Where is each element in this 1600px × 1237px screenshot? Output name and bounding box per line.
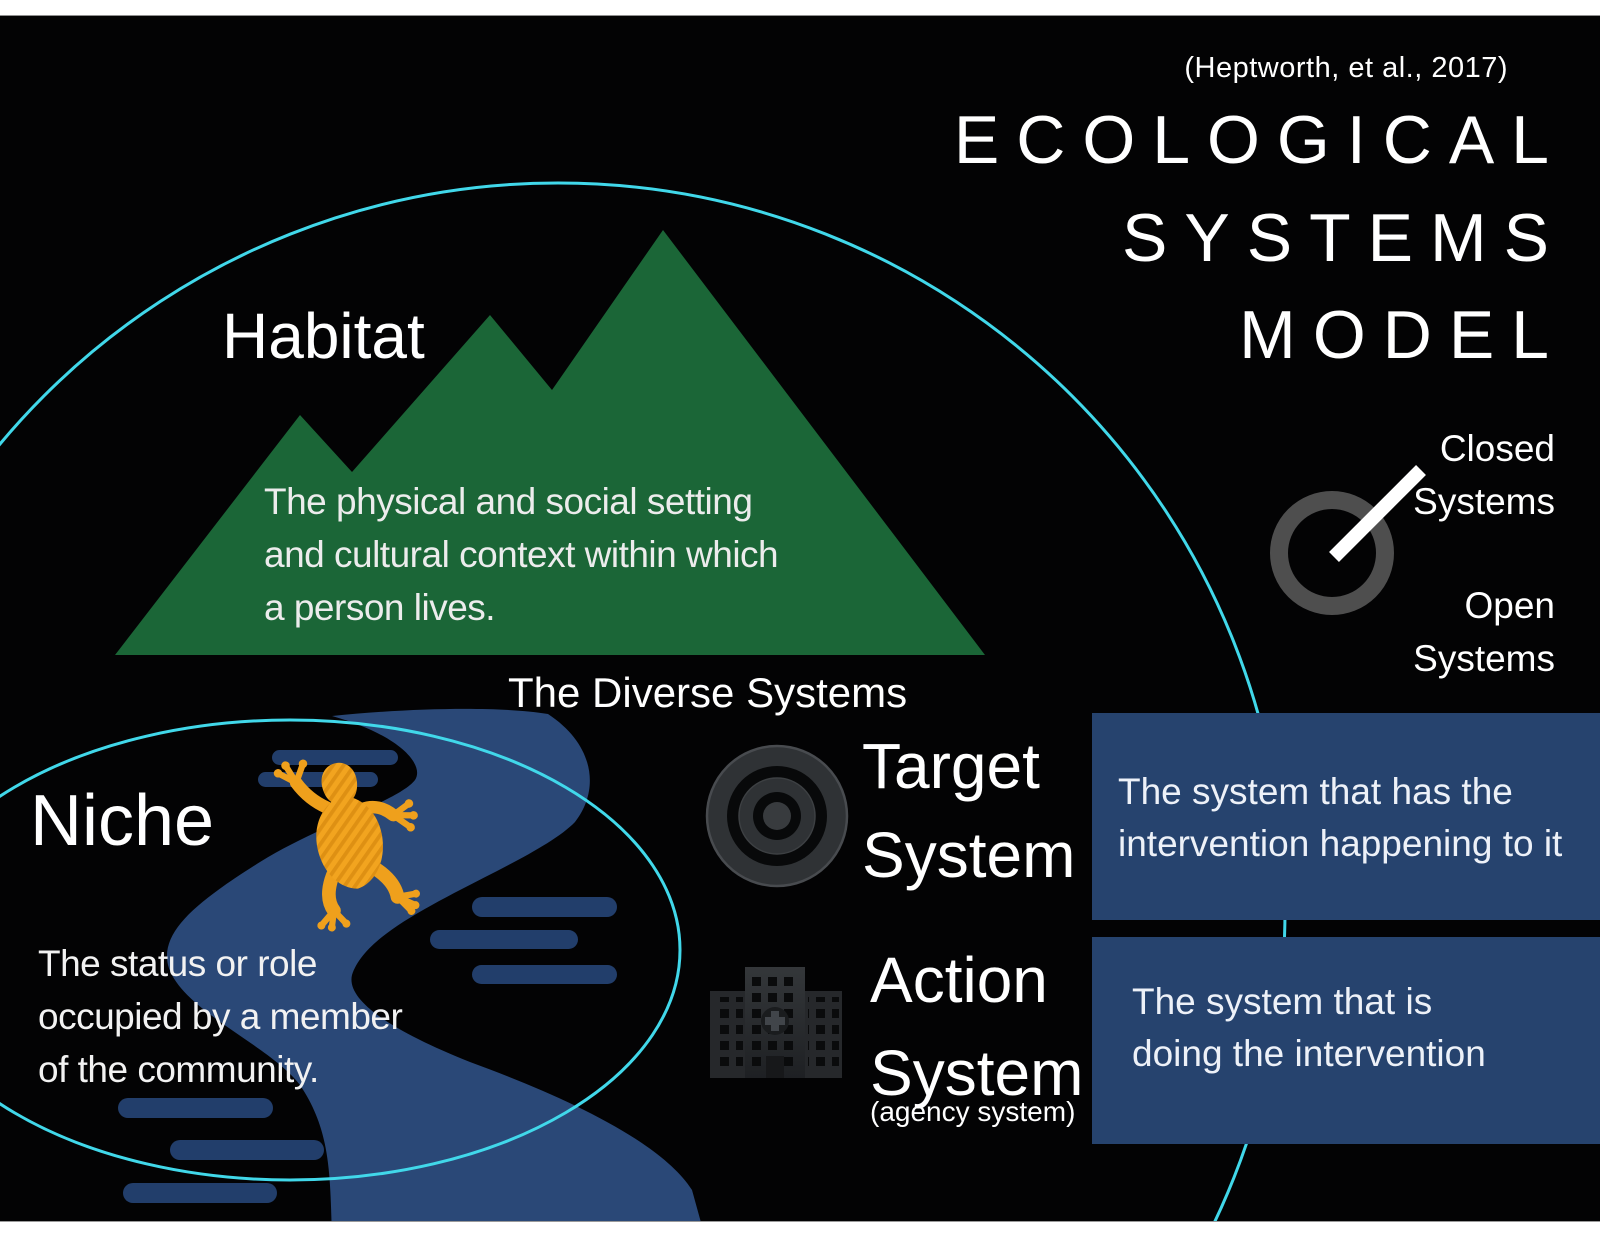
- action-system-panel: The system that is doing the interventio…: [1092, 937, 1600, 1144]
- closed-systems-label: Closed Systems: [1413, 428, 1555, 522]
- frog-icon: [273, 759, 420, 932]
- page-title-line-3: MODEL: [1239, 297, 1566, 373]
- diverse-systems-heading: The Diverse Systems: [508, 669, 908, 716]
- habitat-description: The physical and social setting and cult…: [264, 481, 779, 628]
- action-system-description: The system that is doing the interventio…: [1132, 981, 1486, 1074]
- top-margin-band: [0, 0, 1600, 16]
- agency-system-sublabel: (agency system): [870, 1096, 1076, 1127]
- hospital-building-icon: [710, 967, 842, 1078]
- pill: [472, 965, 617, 984]
- niche-description: The status or role occupied by a member …: [38, 943, 403, 1090]
- page-title-line-1: ECOLOGICAL: [953, 102, 1566, 178]
- action-system-label: Action System: [870, 944, 1084, 1109]
- pill: [472, 897, 617, 917]
- niche-title: Niche: [30, 781, 215, 861]
- open-systems-label: Open Systems: [1413, 585, 1555, 679]
- bullseye-target-icon: [705, 744, 849, 888]
- pill: [170, 1140, 324, 1160]
- target-system-panel: The system that has the intervention hap…: [1092, 713, 1600, 920]
- target-system-label: Target System: [862, 730, 1076, 891]
- river-current-pills: [118, 750, 617, 1203]
- target-system-description: The system that has the intervention hap…: [1118, 771, 1563, 864]
- niche-system-ellipse: [0, 718, 682, 1182]
- citation: (Heptworth, et al., 2017): [1184, 52, 1508, 84]
- habitat-title: Habitat: [222, 300, 425, 372]
- bottom-margin-band: [0, 1221, 1600, 1237]
- pill: [118, 1098, 273, 1118]
- pill: [430, 930, 578, 949]
- mountain-range-icon: [115, 230, 985, 655]
- pill: [123, 1183, 277, 1203]
- page-title-line-2: SYSTEMS: [1122, 200, 1566, 276]
- pill: [272, 750, 398, 765]
- open-circle-slash-icon: [1270, 465, 1426, 615]
- river-shape: [166, 708, 706, 1237]
